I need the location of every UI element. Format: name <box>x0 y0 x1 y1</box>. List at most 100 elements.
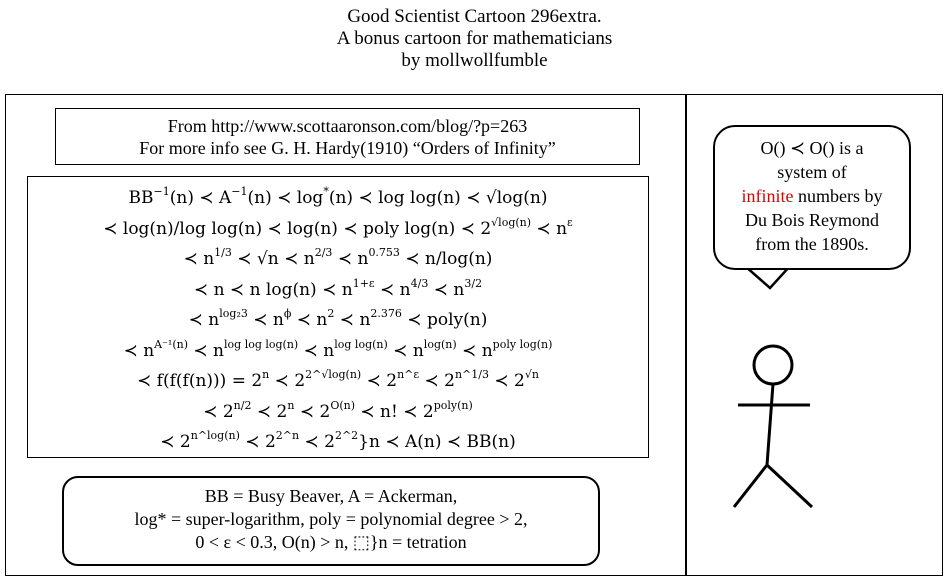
legend-line: log* = super-logarithm, poly = polynomia… <box>134 509 528 529</box>
math-exponent: −1 <box>231 185 248 198</box>
math-exponent: log(n) <box>423 337 457 351</box>
math-exponent: √n <box>524 368 539 381</box>
math-term: ≺ n <box>183 249 215 269</box>
math-exponent: 2^n <box>275 429 300 442</box>
title-line: by mollwollfumble <box>401 50 548 71</box>
growth-order-line: ≺ 2n/2 ≺ 2n ≺ 2O(n) ≺ n! ≺ 2poly(n) <box>28 397 648 428</box>
math-exponent: −1 <box>153 185 170 198</box>
math-term: ≺ n <box>456 340 493 361</box>
growth-order-line: ≺ f(f(f(n))) = 2n ≺ 22^√log(n) ≺ 2n^ε ≺ … <box>28 366 648 397</box>
math-term: ≺ n/log(n) <box>399 249 493 269</box>
bubble-line: from the 1890s. <box>755 234 869 254</box>
speech-bubble: O() ≺ O() is a system of infinite number… <box>713 125 911 270</box>
math-term: ≺ poly(n) <box>401 310 488 330</box>
math-term: ≺ 2 <box>488 371 525 391</box>
math-exponent: 1+ε <box>352 276 375 290</box>
math-term: ≺ 2 <box>269 371 306 391</box>
source-box: From http://www.scottaaronson.com/blog/?… <box>55 108 640 165</box>
math-exponent: n <box>262 368 270 381</box>
math-exponent: ε <box>567 215 573 229</box>
orders-of-growth-box: BB−1(n) ≺ A−1(n) ≺ log*(n) ≺ log log(n) … <box>27 176 649 458</box>
math-term: ≺ n <box>531 218 568 239</box>
math-exponent: n <box>287 398 295 412</box>
growth-order-line: ≺ n1/3 ≺ √n ≺ n2/3 ≺ n0.753 ≺ n/log(n) <box>28 244 648 275</box>
growth-order-line: ≺ log(n)/log log(n) ≺ log(n) ≺ poly log(… <box>28 214 648 245</box>
math-term: ≺ log(n)/log log(n) ≺ log(n) ≺ poly log(… <box>103 218 492 239</box>
math-term: ≺ f(f(f(n))) = 2 <box>137 371 263 391</box>
math-term: ≺ n <box>387 340 424 361</box>
math-exponent: 1/3 <box>214 246 232 259</box>
legend-line: BB = Busy Beaver, A = Ackerman, <box>204 486 458 506</box>
math-term: ≺ 2 <box>203 401 234 422</box>
math-term: ≺ 2 <box>294 401 331 422</box>
bubble-line: Du Bois Reymond <box>744 210 879 230</box>
math-exponent: log₂3 <box>219 307 248 320</box>
math-exponent: 3/2 <box>464 276 483 290</box>
bubble-line: infinite numbers by <box>715 184 909 208</box>
bubble-line: O() ≺ O() is a <box>760 138 864 158</box>
math-exponent: 2^2 <box>334 429 359 442</box>
growth-order-line: BB−1(n) ≺ A−1(n) ≺ log*(n) ≺ log log(n) … <box>28 183 648 214</box>
source-line: For more info see G. H. Hardy(1910) “Ord… <box>139 138 556 158</box>
math-exponent: n^ε <box>397 368 420 381</box>
math-term: ≺ n <box>332 249 369 269</box>
cartoon-title: Good Scientist Cartoon 296extra. A bonus… <box>0 6 949 72</box>
math-exponent: 2/3 <box>314 246 333 259</box>
math-term: ≺ n <box>188 340 225 361</box>
math-exponent: A⁻¹(n) <box>154 337 188 351</box>
math-term: ≺ n <box>247 310 284 330</box>
math-exponent: log log log(n) <box>224 337 299 351</box>
math-exponent: O(n) <box>330 398 355 412</box>
math-exponent: 4/3 <box>410 276 429 290</box>
math-exponent: poly(n) <box>433 398 473 412</box>
math-exponent: * <box>323 185 329 198</box>
math-term: ≺ n <box>428 279 465 300</box>
math-exponent: 2 <box>327 307 335 320</box>
math-term: ≺ 2 <box>361 371 398 391</box>
growth-order-line: ≺ n ≺ n log(n) ≺ n1+ε ≺ n4/3 ≺ n3/2 <box>28 275 648 306</box>
growth-order-line: ≺ nA⁻¹(n) ≺ nlog log log(n) ≺ nlog log(n… <box>28 336 648 367</box>
infinite-highlight: infinite <box>741 186 794 206</box>
bubble-text: numbers by <box>793 186 883 206</box>
math-term: ≺ √n ≺ n <box>231 249 315 269</box>
source-line: From http://www.scottaaronson.com/blog/?… <box>167 116 528 136</box>
math-exponent: √log(n) <box>491 215 532 229</box>
math-exponent: 0.753 <box>368 246 400 259</box>
title-line: A bonus cartoon for mathematicians <box>336 28 613 49</box>
stick-figure <box>732 344 814 509</box>
math-exponent: poly log(n) <box>492 337 553 351</box>
math-exponent: ϕ <box>283 307 292 320</box>
math-term: ≺ n! ≺ 2 <box>355 401 434 422</box>
math-term: }n ≺ A(n) ≺ BB(n) <box>358 432 516 452</box>
math-term: ≺ n <box>188 310 220 330</box>
legend-box: BB = Busy Beaver, A = Ackerman, log* = s… <box>62 476 600 566</box>
math-exponent: n^1/3 <box>454 368 489 381</box>
math-exponent: 2^√log(n) <box>305 368 362 381</box>
panel-divider <box>685 94 687 576</box>
math-term: ≺ n <box>374 279 411 300</box>
growth-order-line: ≺ 2n^log(n) ≺ 22^n ≺ 22^2}n ≺ A(n) ≺ BB(… <box>28 427 648 458</box>
math-term: (n) ≺ A <box>169 188 232 208</box>
legend-line: 0 < ε < 0.3, O(n) > n, ⬚}n = tetration <box>195 532 467 552</box>
cartoon-panel <box>5 94 943 576</box>
growth-order-line: ≺ nlog₂3 ≺ nϕ ≺ n2 ≺ n2.376 ≺ poly(n) <box>28 305 648 336</box>
math-term: ≺ n <box>123 340 155 361</box>
math-exponent: n/2 <box>233 398 252 412</box>
math-exponent: n^log(n) <box>190 429 240 442</box>
math-term: ≺ 2 <box>419 371 455 391</box>
bubble-line: system of <box>777 162 847 182</box>
math-term: (n) ≺ log <box>247 188 324 208</box>
math-term: ≺ n <box>334 310 371 330</box>
title-line: Good Scientist Cartoon 296extra. <box>347 6 602 27</box>
math-exponent: log log(n) <box>334 337 388 351</box>
math-term: ≺ 2 <box>299 432 335 452</box>
math-term: ≺ n <box>291 310 328 330</box>
math-exponent: 2.376 <box>370 307 402 320</box>
math-term: (n) ≺ log log(n) ≺ √log(n) <box>328 188 548 208</box>
math-term: ≺ 2 <box>239 432 276 452</box>
math-term: ≺ n ≺ n log(n) ≺ n <box>193 279 353 300</box>
math-term: ≺ n <box>298 340 335 361</box>
math-term: BB <box>128 188 154 208</box>
math-term: ≺ 2 <box>251 401 288 422</box>
math-term: ≺ 2 <box>160 432 191 452</box>
